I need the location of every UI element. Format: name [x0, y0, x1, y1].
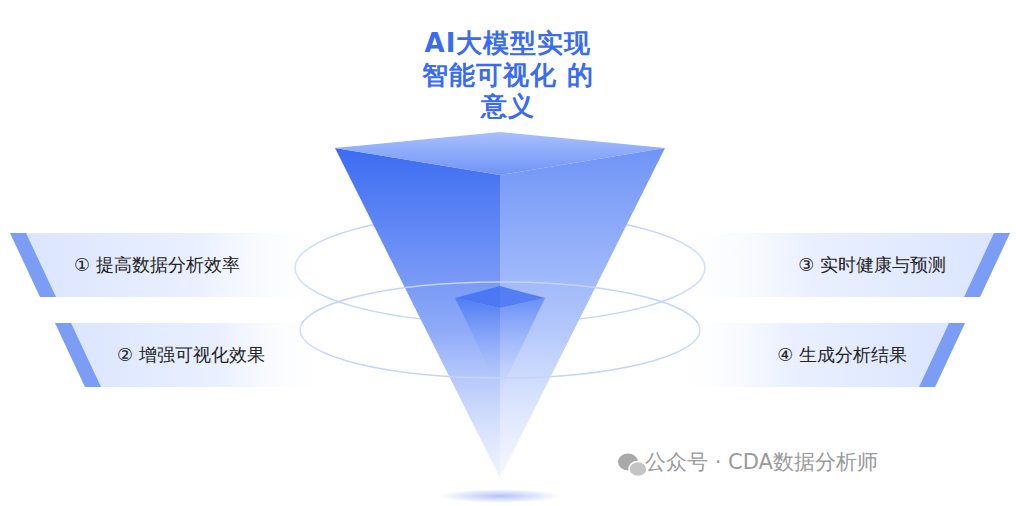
band-stripe: [55, 323, 101, 387]
info-band: ① 提高数据分析效率: [10, 233, 330, 297]
band-text: ④ 生成分析结果: [777, 344, 907, 366]
band-text: ① 提高数据分析效率: [74, 254, 240, 276]
band-text: ② 增强可视化效果: [117, 344, 265, 366]
watermark: 公众号 · CDA数据分析师: [645, 448, 878, 476]
band-body: [670, 323, 965, 387]
band-body: [55, 323, 330, 387]
info-band: ④ 生成分析结果: [670, 323, 965, 387]
title-block: AI大模型实现 智能可视化 的意义: [0, 28, 1016, 123]
band-body: [670, 233, 1010, 297]
band-stripe: [919, 323, 965, 387]
band-stripe: [10, 233, 56, 297]
info-band: ② 增强可视化效果: [55, 323, 330, 387]
band-stripe: [964, 233, 1010, 297]
info-band: ③ 实时健康与预测: [670, 233, 1010, 297]
band-body: [10, 233, 330, 297]
diagram-title: AI大模型实现 智能可视化 的意义: [413, 28, 603, 123]
band-text: ③ 实时健康与预测: [798, 254, 946, 276]
